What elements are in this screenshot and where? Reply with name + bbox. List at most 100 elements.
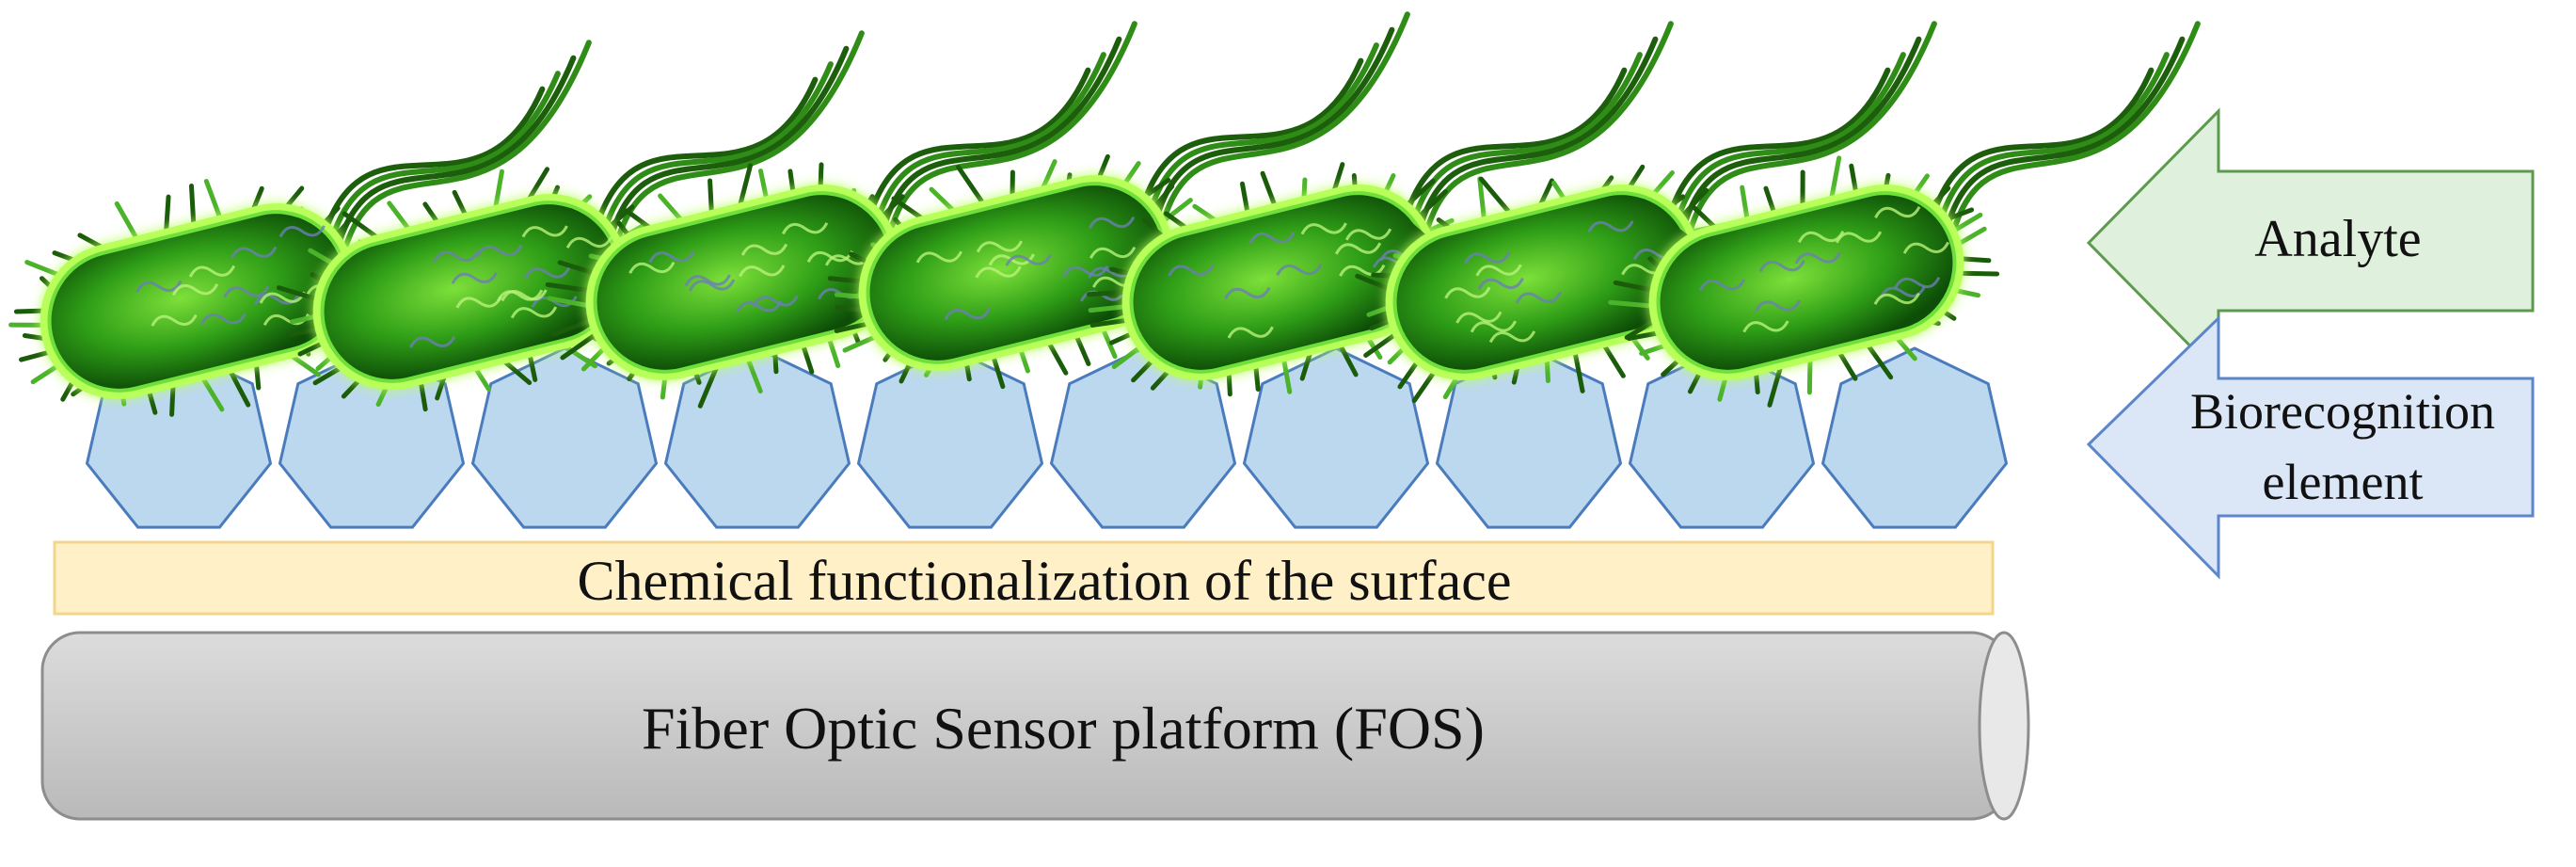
heptagon-icon bbox=[1821, 346, 2009, 529]
heptagon-icon bbox=[663, 346, 851, 529]
bacterium-detail bbox=[1089, 246, 1137, 259]
bacterium-detail bbox=[1902, 241, 1950, 254]
bacterium-body bbox=[1656, 191, 1957, 374]
bacterium-detail bbox=[1168, 264, 1215, 277]
pilus bbox=[708, 178, 714, 217]
functionalization-layer: Chemical functionalization of the surfac… bbox=[53, 540, 1995, 616]
analyte-label: Analyte bbox=[2254, 210, 2421, 268]
bacterium-detail bbox=[1276, 264, 1323, 277]
pilus bbox=[1624, 317, 1659, 341]
bacterium-detail bbox=[1227, 326, 1274, 339]
pilus bbox=[227, 366, 251, 408]
bacterium-detail bbox=[1300, 222, 1347, 235]
bacterium-detail bbox=[915, 250, 963, 264]
bacterium-detail bbox=[1754, 299, 1802, 313]
bacterium-detail bbox=[455, 296, 502, 309]
bacterium-detail bbox=[1698, 279, 1746, 292]
flagellum bbox=[1939, 36, 2186, 248]
biorecognition-label-line1: Biorecognition bbox=[2190, 383, 2495, 440]
flagellum bbox=[1149, 26, 1395, 238]
pilus bbox=[551, 317, 596, 337]
heptagon-icon bbox=[856, 346, 1044, 529]
bacterium-detail bbox=[278, 225, 326, 238]
biorecognition-arrow-shape bbox=[2086, 314, 2535, 580]
pilus bbox=[1045, 338, 1069, 376]
flagellum bbox=[1931, 67, 2155, 215]
fiber-optic-platform: Fiber Optic Sensor platform (FOS) bbox=[40, 631, 2030, 821]
bacterium-detail bbox=[1893, 276, 1941, 289]
bacterium-detail bbox=[976, 240, 1024, 253]
functionalization-band bbox=[53, 540, 1995, 616]
flagellum bbox=[1416, 21, 1674, 265]
bacterium-body bbox=[47, 210, 348, 393]
bacterium-detail bbox=[1587, 220, 1634, 233]
bacterium-detail bbox=[1455, 311, 1503, 324]
bacteria-row bbox=[8, 11, 2201, 417]
bacterium-detail bbox=[1477, 277, 1524, 290]
biorecognition-label-line2: element bbox=[2263, 454, 2424, 510]
pilus bbox=[1572, 347, 1585, 393]
bacterium-detail bbox=[648, 250, 695, 264]
bacterium-detail bbox=[975, 265, 1022, 279]
flagellum bbox=[876, 36, 1122, 248]
bacterium-icon bbox=[827, 11, 1410, 390]
bacterium-detail bbox=[496, 289, 544, 302]
heptagon-icon bbox=[1435, 346, 1623, 529]
flagellum bbox=[1667, 67, 1891, 215]
bacterium-detail bbox=[1444, 286, 1491, 299]
flagellum bbox=[1679, 21, 1937, 265]
bacterium-detail bbox=[1758, 260, 1805, 273]
bacterium-detail bbox=[1339, 264, 1386, 277]
pilus bbox=[1088, 303, 1131, 313]
functionalization-label: Chemical functionalization of the surfac… bbox=[578, 550, 1512, 612]
bacterium-detail bbox=[223, 285, 270, 298]
bacterium-detail bbox=[944, 308, 992, 321]
bacterium-detail bbox=[510, 306, 558, 319]
bacterium-detail bbox=[451, 271, 498, 284]
flagellum bbox=[1676, 36, 1922, 248]
bacterium-detail bbox=[689, 279, 736, 292]
bacterium-detail bbox=[171, 283, 219, 297]
flagellum bbox=[595, 76, 819, 224]
heptagon-icon bbox=[1049, 346, 1237, 529]
pilus bbox=[1478, 176, 1514, 217]
heptagon-icon bbox=[278, 346, 466, 529]
bacterium-detail bbox=[521, 225, 568, 238]
fiber-end-cap bbox=[1978, 631, 2030, 821]
flagellum bbox=[1145, 42, 1379, 222]
pilus bbox=[956, 165, 987, 208]
pilus bbox=[1363, 329, 1401, 358]
pilus bbox=[163, 194, 171, 236]
flagellum bbox=[1412, 36, 1659, 248]
bacterium-detail bbox=[1742, 320, 1789, 333]
bacterium-detail bbox=[524, 266, 571, 280]
bacterium-detail bbox=[199, 313, 247, 326]
flagellum bbox=[867, 67, 1091, 215]
bacterium-detail bbox=[1248, 232, 1296, 245]
bacterium-detail bbox=[739, 265, 786, 278]
pilus bbox=[1608, 299, 1658, 309]
bacterium-detail bbox=[1344, 228, 1392, 241]
pilus bbox=[547, 296, 595, 309]
bacterium-detail bbox=[1088, 216, 1136, 229]
bacterium-detail bbox=[1515, 291, 1562, 304]
pilus bbox=[1280, 354, 1293, 394]
pilus bbox=[1239, 181, 1250, 217]
bacterium-detail bbox=[1874, 205, 1921, 219]
bacterium-detail bbox=[1005, 253, 1052, 266]
bacterium-detail bbox=[135, 280, 183, 293]
pilus bbox=[560, 329, 601, 361]
bacterium-detail bbox=[1879, 285, 1926, 298]
flagellum bbox=[1672, 52, 1906, 232]
bacterium-detail bbox=[781, 222, 829, 235]
bacterium-detail bbox=[736, 300, 783, 313]
bacterium-detail bbox=[628, 261, 676, 274]
flagellum bbox=[1153, 11, 1410, 255]
flagellum bbox=[1140, 57, 1364, 205]
pilus bbox=[1260, 170, 1279, 211]
pilus bbox=[1954, 226, 1987, 248]
bacterium-detail bbox=[409, 335, 456, 348]
heptagon-icon bbox=[1628, 346, 1816, 529]
bacterium-icon bbox=[276, 30, 865, 412]
